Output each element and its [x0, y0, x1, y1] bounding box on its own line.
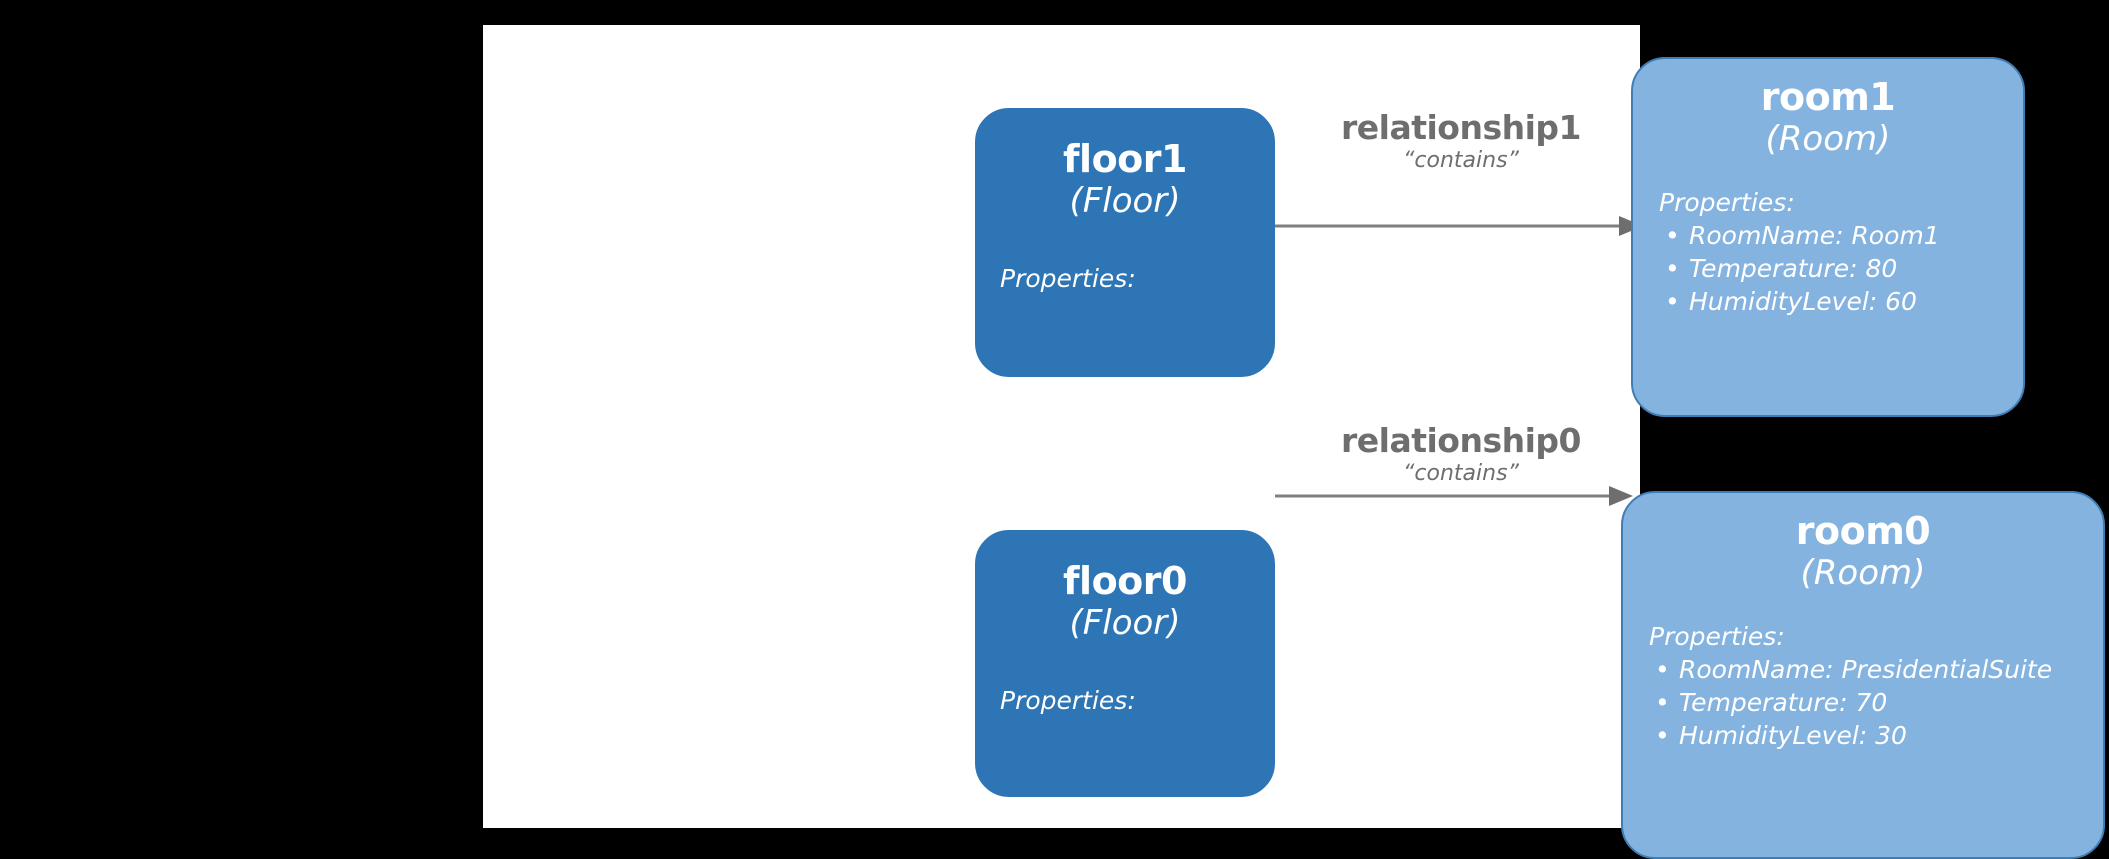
node-floor1-type: (Floor): [1069, 181, 1181, 221]
node-room0-header: room0 (Room): [1623, 493, 2103, 593]
node-room1-properties: Properties: RoomName: Room1Temperature: …: [1633, 159, 2023, 318]
node-room1-header: room1 (Room): [1633, 59, 2023, 159]
property-item: HumidityLevel: 30: [1649, 719, 2103, 752]
node-room0-title: room0: [1795, 509, 1931, 553]
node-floor1-properties-label: Properties:: [1000, 264, 1136, 293]
node-room0-properties-label: Properties:: [1649, 622, 1785, 651]
node-room0-property-list: RoomName: PresidentialSuiteTemperature: …: [1649, 653, 2103, 752]
node-room0[interactable]: room0 (Room) Properties: RoomName: Presi…: [1621, 491, 2105, 859]
arrow-right-icon-relationship1: [1275, 216, 1643, 236]
edge-relationship1-labels: relationship1 “contains”: [1281, 109, 1641, 175]
edge-relationship1-kind: “contains”: [1403, 148, 1519, 173]
node-room1-property-list: RoomName: Room1Temperature: 80HumidityLe…: [1659, 219, 2023, 318]
property-item: Temperature: 70: [1649, 686, 2103, 719]
arrow-right-icon-relationship0: [1275, 486, 1633, 506]
node-room0-type: (Room): [1800, 553, 1926, 593]
slide-canvas: floor1 (Floor) Properties: relationship1…: [483, 25, 2105, 859]
node-room0-properties: Properties: RoomName: PresidentialSuiteT…: [1623, 593, 2103, 752]
node-room1-title: room1: [1760, 75, 1896, 119]
property-item: Temperature: 80: [1659, 252, 2023, 285]
node-floor0-header: floor0 (Floor): [976, 531, 1274, 643]
node-floor0-properties-label: Properties:: [1000, 686, 1136, 715]
edge-relationship1-name: relationship1: [1340, 108, 1582, 147]
node-floor1[interactable]: floor1 (Floor) Properties:: [975, 108, 1275, 377]
node-floor1-header: floor1 (Floor): [976, 109, 1274, 221]
node-floor0[interactable]: floor0 (Floor) Properties:: [975, 530, 1275, 797]
node-floor1-title: floor1: [1063, 137, 1187, 181]
node-room1-type: (Room): [1765, 119, 1891, 159]
node-room1-properties-label: Properties:: [1659, 188, 1795, 217]
property-item: RoomName: Room1: [1659, 219, 2023, 252]
edge-relationship0-name: relationship0: [1340, 421, 1582, 460]
node-floor0-type: (Floor): [1069, 603, 1181, 643]
edge-relationship0-kind: “contains”: [1403, 461, 1519, 486]
property-item: HumidityLevel: 60: [1659, 285, 2023, 318]
edge-relationship0-labels: relationship0 “contains”: [1281, 422, 1641, 488]
node-room1[interactable]: room1 (Room) Properties: RoomName: Room1…: [1631, 57, 2025, 417]
property-item: RoomName: PresidentialSuite: [1649, 653, 2103, 686]
diagram-stage: floor1 (Floor) Properties: relationship1…: [0, 0, 2109, 828]
node-floor0-title: floor0: [1063, 559, 1187, 603]
